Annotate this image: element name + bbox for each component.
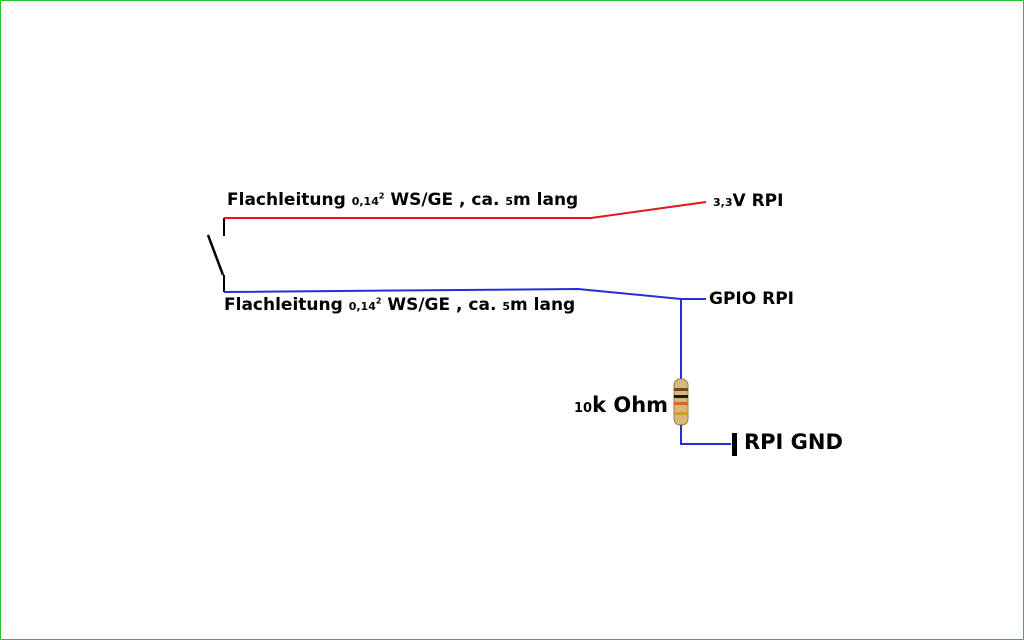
cable-name: Flachleitung [224, 295, 343, 315]
resistor-value-number: 10 [574, 401, 593, 416]
switch-lever [206, 234, 225, 276]
cable-name: Flachleitung [227, 190, 346, 210]
cable-length-number: 5 [505, 195, 514, 208]
resistor [673, 378, 689, 426]
resistor-value-text: k Ohm [592, 393, 669, 417]
supply-wire [224, 201, 707, 219]
cable-exponent: 2 [378, 191, 385, 201]
signal-wire [223, 287, 706, 300]
cable-exponent: 2 [375, 296, 382, 306]
supply-label: 3,3V RPI [713, 193, 783, 210]
ground-label: RPI GND [744, 430, 843, 454]
cable-length-suffix: m lang [513, 190, 579, 210]
ground-symbol [732, 433, 737, 456]
cable-colors: WS/GE [387, 295, 451, 315]
cable-length-prefix: , ca. [459, 190, 500, 210]
cable-length-prefix: , ca. [456, 295, 497, 315]
pulldown-wire-bottom [680, 425, 731, 445]
cable-label-bottom: Flachleitung 0,142 WS/GE , ca. 5m lang [224, 297, 575, 314]
supply-voltage-text: V RPI [732, 191, 784, 211]
cable-length-suffix: m lang [510, 295, 576, 315]
cable-cross-section: 0,14 [351, 195, 379, 208]
cable-colors: WS/GE [390, 190, 454, 210]
cable-label-top: Flachleitung 0,142 WS/GE , ca. 5m lang [227, 192, 578, 209]
supply-voltage-number: 3,3 [713, 196, 733, 209]
resistor-label: 10k Ohm [574, 395, 668, 416]
cable-length-number: 5 [502, 300, 511, 313]
cable-cross-section: 0,14 [348, 300, 376, 313]
gpio-label: GPIO RPI [709, 289, 794, 309]
